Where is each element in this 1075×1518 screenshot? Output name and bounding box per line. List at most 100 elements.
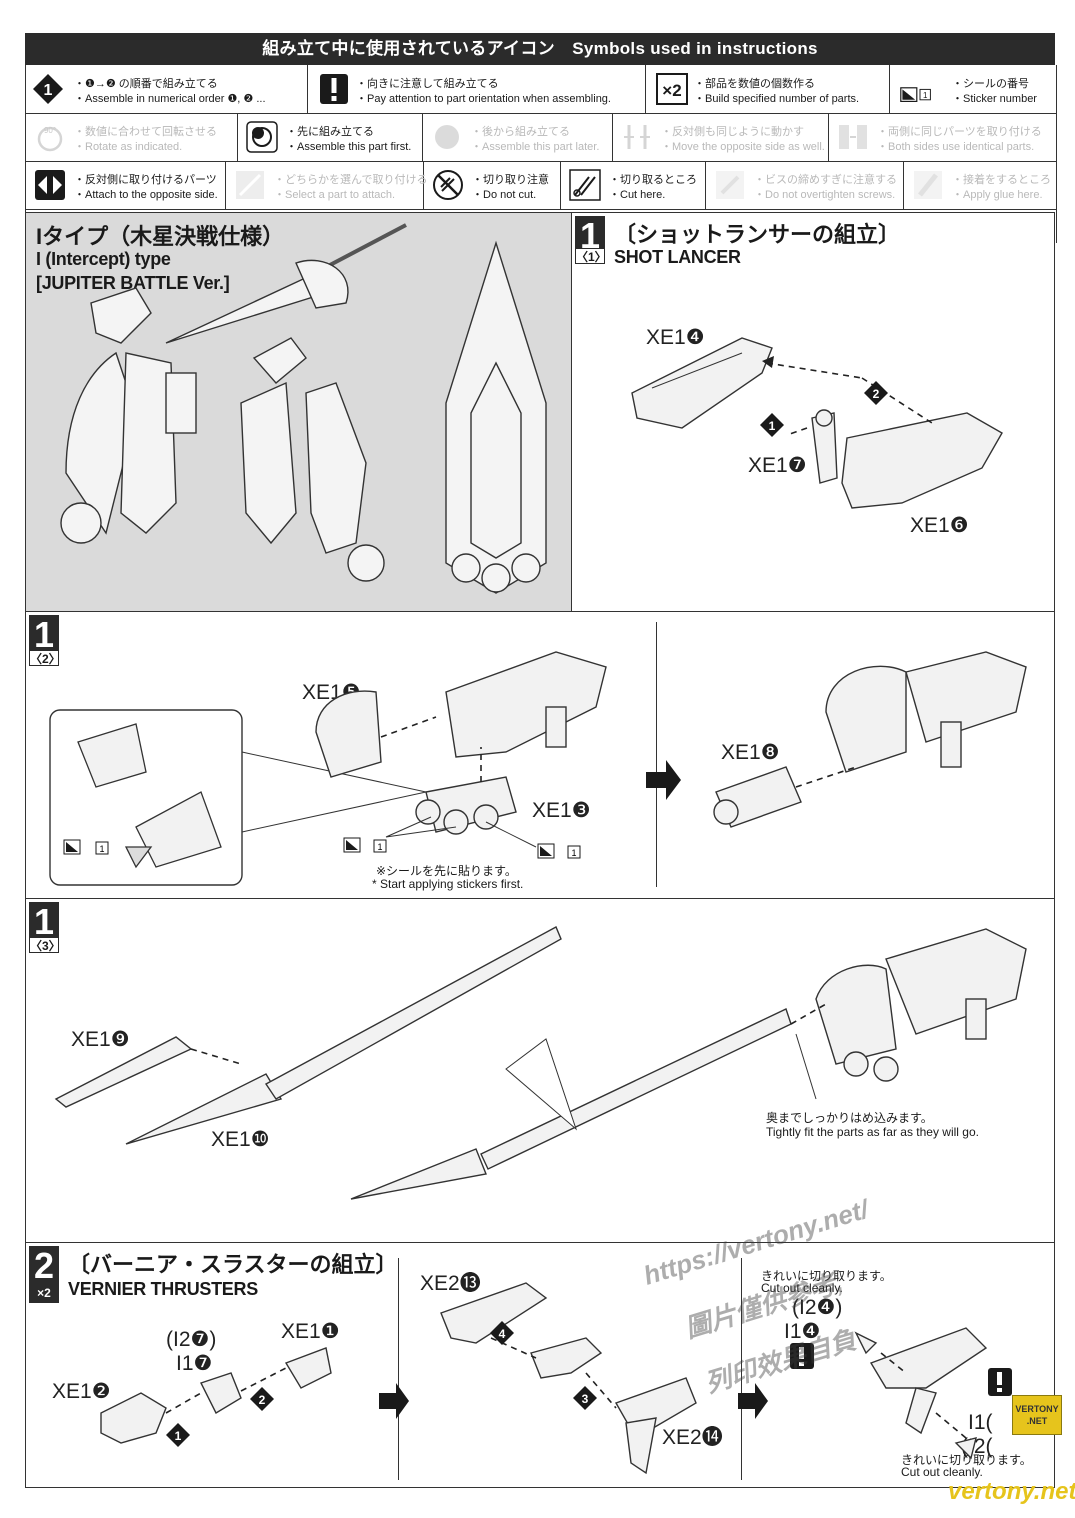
part-label-i2-4: (I2❹): [792, 1296, 843, 1319]
order-marker-2: 2: [864, 381, 888, 405]
part-label-xe2-14: XE2⓮: [662, 1426, 723, 1449]
step-title-en: SHOT LANCER: [614, 247, 741, 267]
exclamation-icon: [320, 74, 348, 104]
type-title-jp: Iタイプ（木星決戦仕様）: [36, 224, 285, 249]
legend-en: ・Pay attention to part orientation when …: [356, 93, 611, 105]
legend-both-sides: ・両側に同じパーツを取り付ける ・Both sides use identica…: [829, 113, 1056, 161]
order-marker-2: 2: [250, 1387, 274, 1411]
legend-en: ・Assemble in numerical order ❶, ❷ ...: [74, 93, 266, 105]
step-number: 1: [29, 902, 59, 942]
apply-glue-icon: [914, 171, 942, 199]
shot-lancer-assembly: 1 2: [631, 337, 1003, 509]
cut-cleanly-en-bottom: Cut out cleanly.: [901, 1465, 983, 1479]
step-2-panel: 2 ×2 〔バーニア・スラスターの組立〕 VERNIER THRUSTERS (…: [25, 1242, 1055, 1488]
legend-en: ・Sticker number: [952, 93, 1037, 105]
legend-en: ・Apply glue here.: [952, 189, 1043, 201]
rotate-90-icon: 90°: [37, 126, 63, 152]
times-2-icon: ×2: [656, 73, 688, 105]
legend-jp: ・先に組み立てる: [286, 126, 374, 138]
lance-assembly: [54, 926, 1027, 1200]
legend-number-of-parts: ×2 ・部品を数値の個数作る ・Build specified number o…: [646, 65, 890, 113]
move-opposite-icon: [624, 125, 650, 149]
sticker-number: 1: [99, 844, 104, 854]
legend-jp: ・❶→❷ の順番で組み立てる: [74, 78, 218, 90]
type-overview-panel: Iタイプ（木星決戦仕様） I (Intercept) type [JUPITER…: [25, 212, 572, 612]
select-part-icon: [236, 171, 264, 199]
legend-apply-glue: ・接着をするところ ・Apply glue here.: [904, 161, 1056, 209]
step-title-jp: 〔バーニア・スラスターの組立〕: [68, 1252, 398, 1277]
legend-orientation: ・向きに注意して組み立てる ・Pay attention to part ori…: [308, 65, 646, 113]
legend-row-2: 90° ・数値に合わせて回転させる ・Rotate as indicated. …: [26, 113, 1056, 162]
legend-assemble-first: ・先に組み立てる ・Assemble this part first.: [238, 113, 423, 161]
step-number: 1: [575, 216, 605, 256]
substep-number: 〈2〉: [29, 650, 61, 666]
legend-en: ・Build specified number of parts.: [694, 93, 860, 105]
part-label-xe1-4: XE1❹: [646, 326, 705, 349]
svg-text:3: 3: [582, 1392, 589, 1406]
sticker-marker-zoom: 1: [63, 839, 109, 855]
badge-line-1: VERTONY: [1015, 1404, 1059, 1414]
legend-jp: ・部品を数値の個数作る: [694, 78, 815, 90]
svg-text:2: 2: [259, 1393, 266, 1407]
order-marker-4: 4: [490, 1321, 514, 1345]
cut-cleanly-en-top: Cut out cleanly.: [761, 1281, 843, 1295]
completed-parts-illustration: [60, 223, 547, 594]
order-marker-1: 1: [166, 1423, 190, 1447]
legend-jp: ・後から組み立てる: [471, 126, 570, 138]
legend-rotate: 90° ・数値に合わせて回転させる ・Rotate as indicated.: [26, 113, 238, 161]
legend-assemble-later: ・後から組み立てる ・Assemble this part later.: [423, 113, 613, 161]
attach-opposite-icon: [35, 170, 65, 200]
svg-text:4: 4: [499, 1327, 506, 1341]
type-title-version: [JUPITER BATTLE Ver.]: [36, 273, 230, 293]
times-2-badge: ×2: [29, 1281, 59, 1303]
legend-select-part: ・どちらかを選んで取り付ける ・Select a part to attach.: [226, 161, 427, 209]
footer-site: vertony.net: [948, 1478, 1075, 1505]
instruction-page: 組み立て中に使用されているアイコン Symbols used in instru…: [25, 33, 1057, 1488]
svg-text:1: 1: [923, 91, 928, 100]
number-1-diamond-icon: 1: [33, 74, 63, 104]
legend-en: ・Do not cut.: [472, 189, 537, 201]
legend-jp: ・数値に合わせて回転させる: [74, 126, 217, 138]
legend-jp: ・接着をするところ: [952, 174, 1051, 186]
step-1-1-panel: 1 〈1〉 〔ショットランサーの組立〕 SHOT LANCER XE1❹ XE1…: [571, 212, 1055, 612]
legend-jp: ・向きに注意して組み立てる: [356, 78, 499, 90]
do-not-cut-icon: [433, 170, 463, 200]
part-label-i1-4: I1❹: [784, 1320, 821, 1343]
cut-here-icon: [569, 169, 601, 201]
legend-no-overtighten: ・ビスの締めすぎに注意する ・Do not overtighten screws…: [706, 161, 904, 209]
legend-cut-here: ・切り取るところ ・Cut here.: [561, 161, 706, 209]
legend-en: ・Move the opposite side as well.: [661, 141, 825, 153]
part-label-xe1-2: XE1❷: [52, 1380, 111, 1403]
part-label-xe1-9: XE1❾: [71, 1028, 130, 1051]
symbols-header: 組み立て中に使用されているアイコン Symbols used in instru…: [25, 33, 1055, 65]
booster-assembly: 1: [49, 651, 1027, 886]
sticker-first-note-jp: ※シールを先に貼ります。: [376, 864, 517, 878]
badge-line-2: .NET: [1026, 1416, 1048, 1426]
legend-en: ・Assemble this part first.: [286, 141, 412, 153]
step-title-en: VERNIER THRUSTERS: [68, 1279, 258, 1299]
legend-row-1: 1 ・❶→❷ の順番で組み立てる ・Assemble in numerical …: [26, 65, 1056, 114]
assemble-first-icon: [246, 121, 278, 153]
exclamation-icon: [988, 1368, 1012, 1396]
part-label-i1-7: I1❼: [176, 1352, 213, 1375]
part-label-xe1-7: XE1❼: [748, 454, 807, 477]
next-step-arrow-1: [379, 1383, 409, 1419]
assemble-later-icon: [435, 125, 459, 149]
order-marker-1: 1: [760, 413, 784, 437]
legend-en: ・Select a part to attach.: [274, 189, 396, 201]
legend-attach-opposite: ・反対側に取り付けるパーツ ・Attach to the opposite si…: [26, 161, 226, 209]
symbol-legend: 1 ・❶→❷ の順番で組み立てる ・Assemble in numerical …: [25, 65, 1057, 243]
legend-row-3: ・反対側に取り付けるパーツ ・Attach to the opposite si…: [26, 161, 1056, 210]
legend-do-not-cut: ・切り取り注意 ・Do not cut.: [424, 161, 561, 209]
step-number: 2: [29, 1246, 59, 1286]
no-overtighten-icon: [716, 171, 744, 199]
legend-en: ・Do not overtighten screws.: [754, 189, 896, 201]
legend-jp: ・切り取り注意: [472, 174, 549, 186]
sticker-marker-right: 1: [537, 843, 581, 859]
part-label-xe2-13: XE2⓭: [420, 1272, 481, 1295]
sticker-number-icon: 1: [900, 87, 931, 103]
legend-jp: ・シールの番号: [952, 78, 1029, 90]
both-sides-icon: [839, 125, 867, 149]
part-label-xe1-3: XE1❸: [532, 799, 591, 822]
legend-numerical-order: 1 ・❶→❷ の順番で組み立てる ・Assemble in numerical …: [26, 65, 308, 113]
